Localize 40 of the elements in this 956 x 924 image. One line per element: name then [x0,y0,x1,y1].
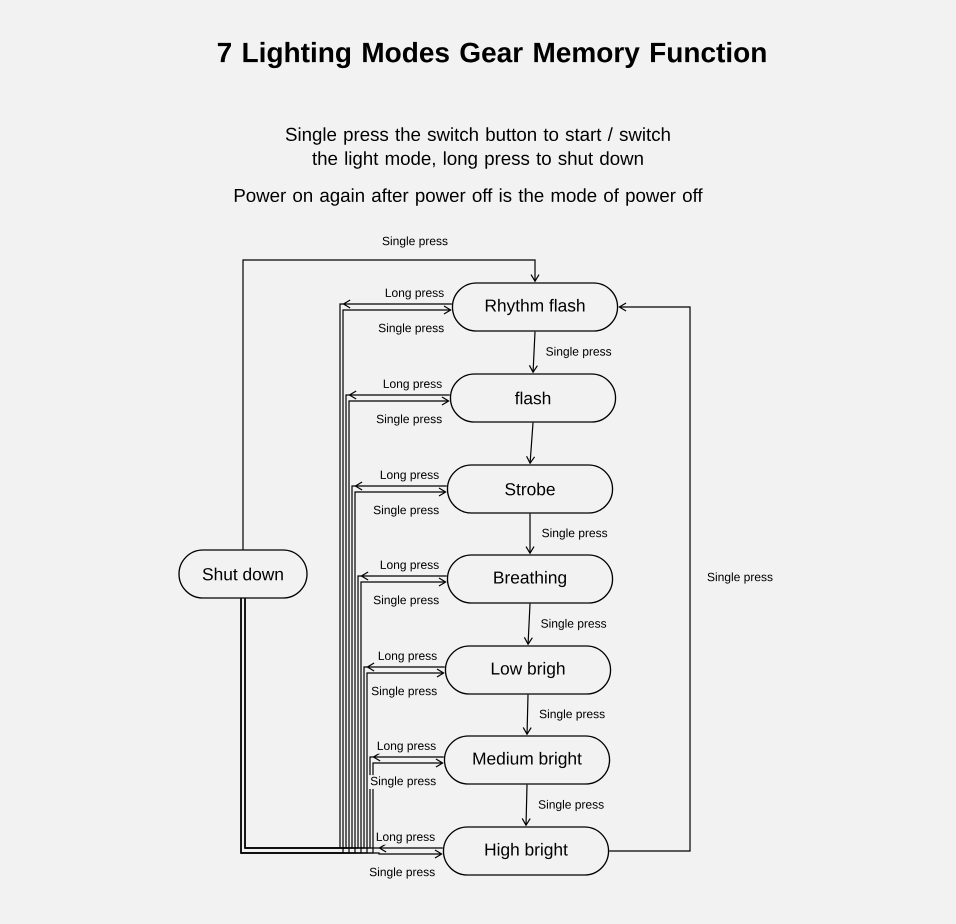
edge-label: Long press [382,378,444,392]
mode-box: flash [450,373,616,423]
edge-label: Long press [384,287,446,301]
instruction-text: Power on again after power off is the mode of power off [234,188,703,206]
mode-box: Breathing [446,554,614,604]
edge-label: Single press [372,504,441,518]
edge-label: Long press [376,740,438,754]
arrow [522,784,531,826]
arrow [528,332,538,374]
edge-label: Long press [378,469,441,483]
edge-label: Single press [540,527,609,541]
edge-label: Single press [376,322,446,336]
edge-label: Single press [538,708,606,722]
instruction-text: Single press the switch button to start / switch the light mode, long press to shut down [286,127,670,169]
edge-label: Single press [380,235,450,249]
edge-label: Single press [536,798,606,812]
arrow [526,422,536,464]
mode-box: Strobe [446,464,614,514]
mode-box: Low brigh [444,645,612,695]
edge-label: Single press [539,618,608,632]
mode-box: Shut down [178,549,308,599]
edge-label: Long press [374,831,437,845]
edge-label: Long press [378,559,441,573]
arrow [526,514,535,554]
edge-label: Single press [706,571,774,585]
mode-box: Medium bright [444,735,610,785]
edge-label: Single press [368,866,437,880]
arrow [609,302,691,852]
edge-label: Single press [544,346,613,360]
arrow [242,259,540,550]
arrow [522,694,532,736]
mode-box: Rhythm flash [452,282,618,332]
edge-label: Single press [368,775,438,789]
edge-label: Single press [370,685,439,699]
edge-label: Single press [374,413,444,427]
title: 7 Lighting Modes Gear Memory Function [218,42,766,68]
edge-label: Single press [372,594,441,608]
mode-box: High bright [442,826,610,876]
arrow [524,604,533,646]
edge-label: Long press [376,650,439,664]
